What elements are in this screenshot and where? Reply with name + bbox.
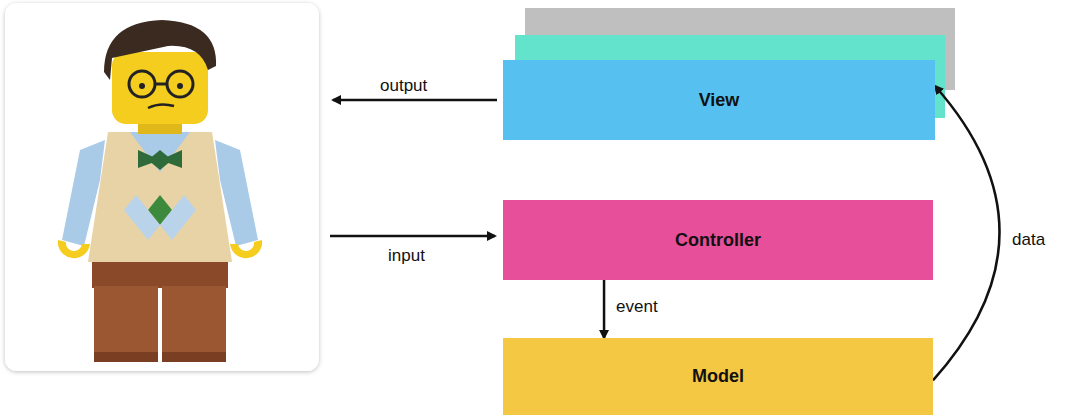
edge-label: data: [1010, 230, 1047, 250]
node-label: Controller: [675, 230, 761, 251]
flow-arrow: [933, 86, 1000, 380]
controller-box: Controller: [503, 200, 933, 280]
edge-label: event: [614, 297, 660, 317]
node-label: Model: [692, 366, 744, 387]
user-card: [5, 3, 319, 371]
flow-arrow: [603, 280, 606, 338]
model-box: Model: [503, 338, 933, 415]
node-label: View: [699, 90, 740, 111]
output-arrow: [333, 99, 497, 102]
flow-label: input: [386, 246, 427, 266]
flow-label: output: [378, 76, 429, 96]
lego-figure: [58, 20, 262, 362]
view-box: View: [503, 60, 935, 140]
input-arrow: [330, 235, 495, 238]
